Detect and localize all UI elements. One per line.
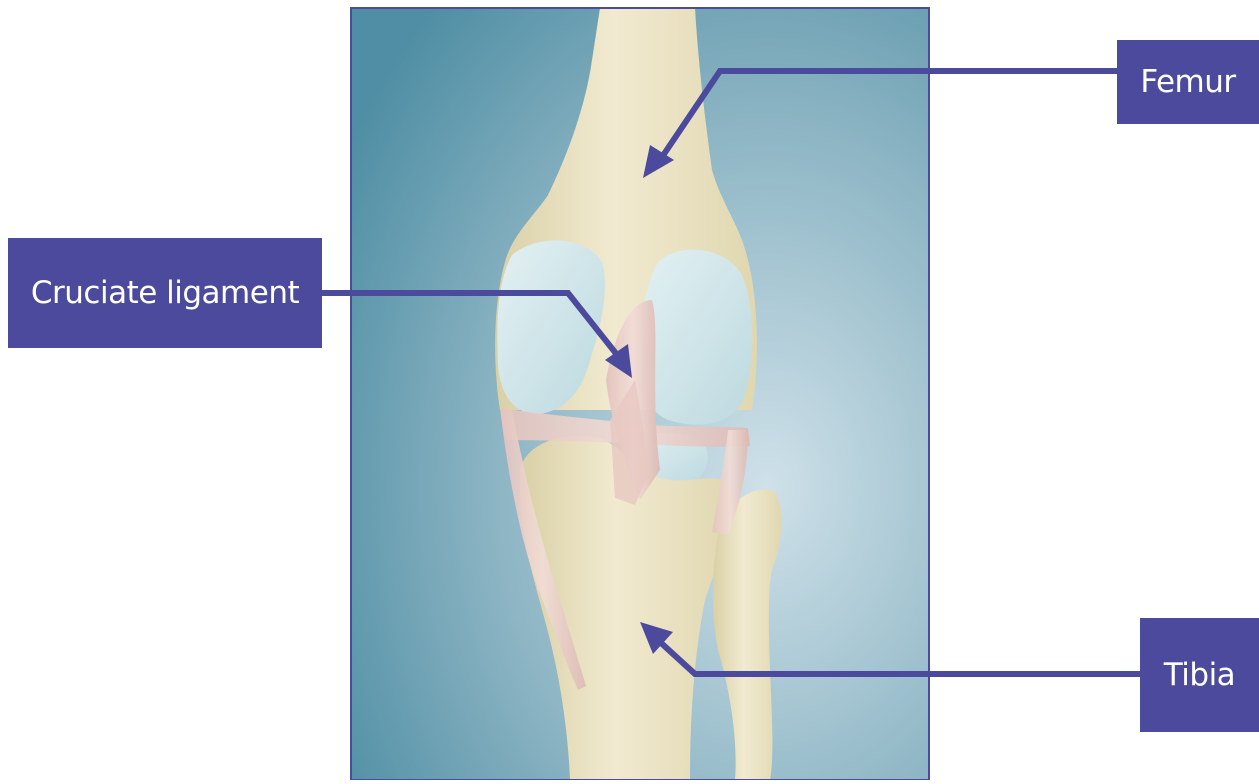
cruciate-ligament-label-text: Cruciate ligament bbox=[31, 275, 299, 311]
femur-label: Femur bbox=[1117, 40, 1259, 124]
tibia-label: Tibia bbox=[1140, 618, 1259, 732]
tibia-label-text: Tibia bbox=[1164, 657, 1235, 693]
lateral-condyle-cartilage bbox=[640, 250, 752, 425]
cruciate-ligament-label: Cruciate ligament bbox=[8, 238, 322, 348]
femur-label-text: Femur bbox=[1140, 64, 1235, 100]
